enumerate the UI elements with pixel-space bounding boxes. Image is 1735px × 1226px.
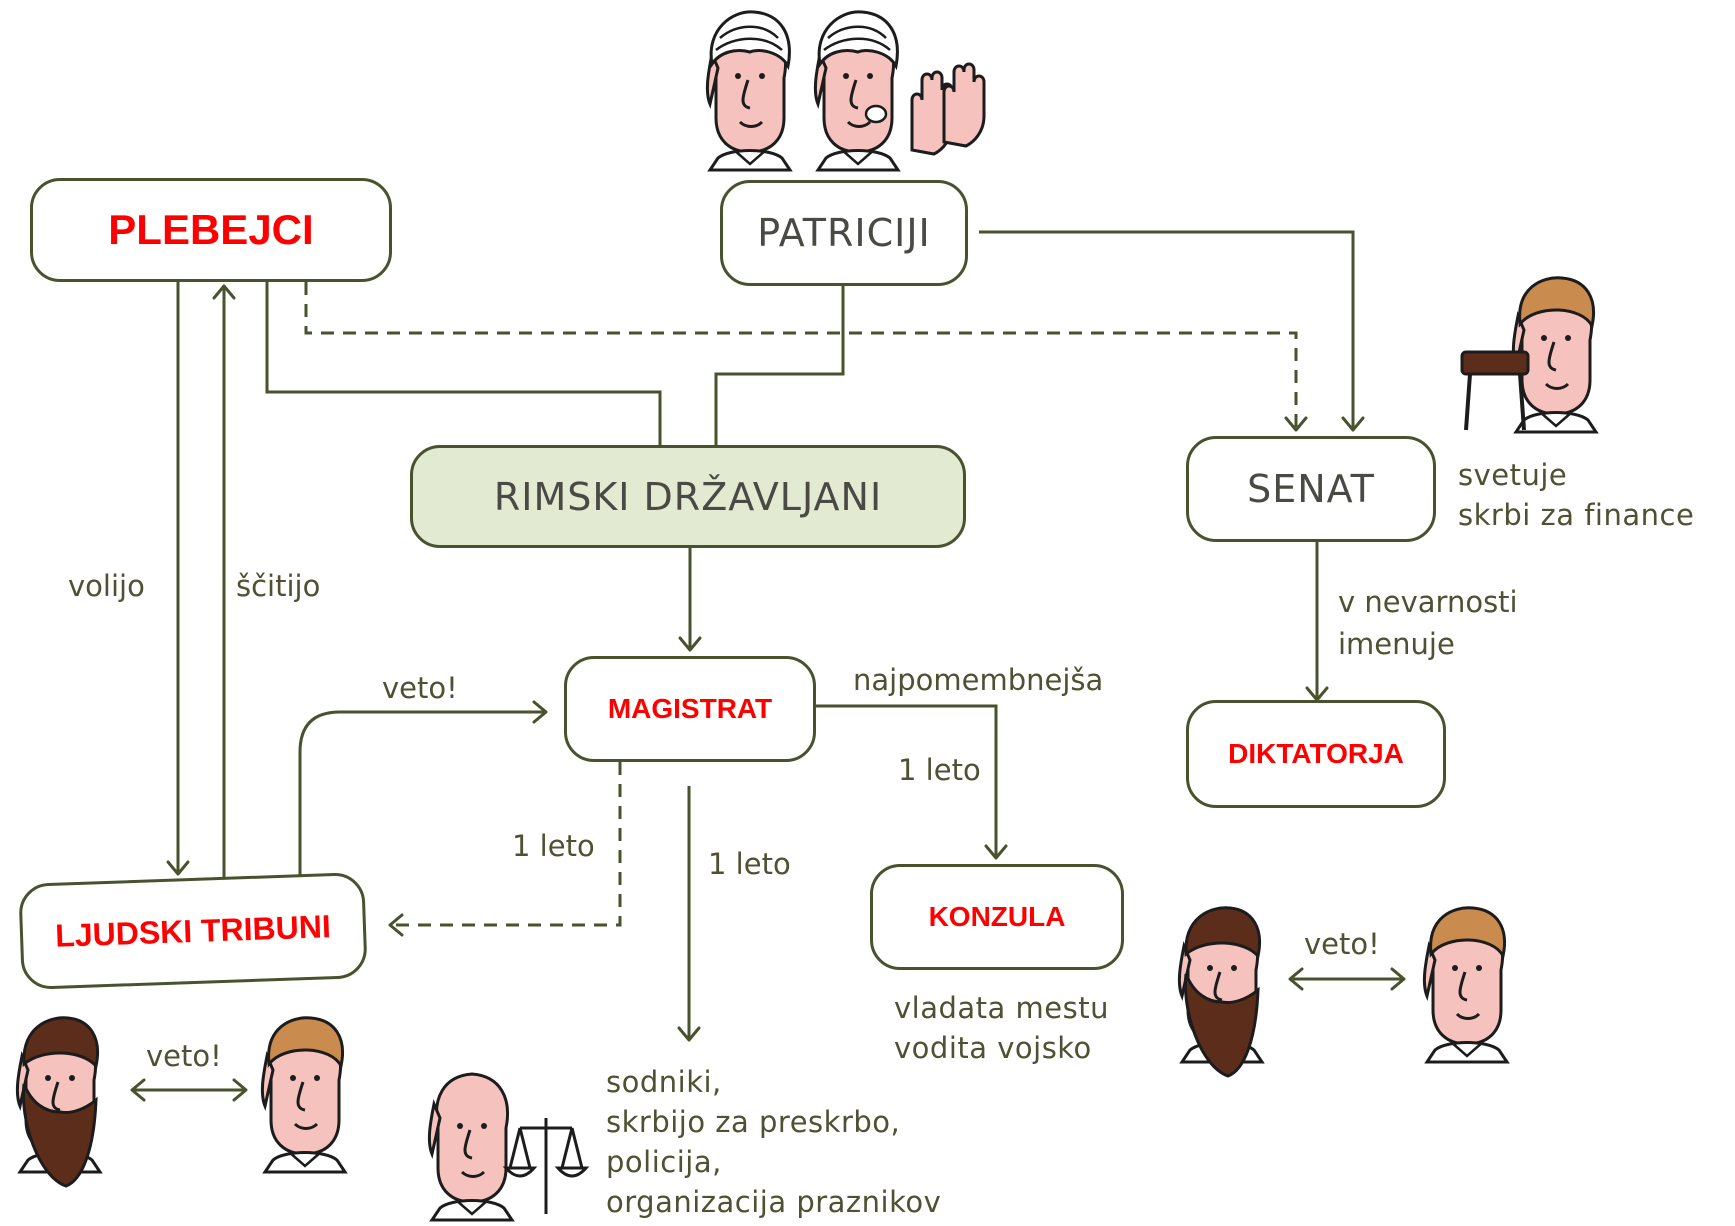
node-ljudski-tribuni: LJUDSKI TRIBUNI	[18, 871, 368, 991]
node-diktatorja-label: DIKTATORJA	[1228, 738, 1404, 769]
judge-figure	[427, 1072, 590, 1222]
label-leto-tribuni: 1 leto	[512, 829, 595, 863]
senat-note-line: skrbi za finance	[1458, 498, 1695, 532]
arrowhead-down	[678, 636, 702, 652]
arrowhead-left	[388, 913, 404, 937]
arrowhead-down	[1341, 416, 1365, 432]
magistrat-note-line: organizacija praznikov	[606, 1185, 942, 1219]
connectors	[132, 230, 1404, 1092]
arrowhead-down	[166, 860, 190, 876]
node-plebejci: PLEBEJCI	[30, 178, 392, 282]
edge-magistrat-to-tribuni-dashed	[390, 762, 622, 927]
patricians-figures	[705, 10, 986, 172]
edge-patriciji-to-senat	[979, 230, 1355, 430]
arrowhead-up	[212, 284, 236, 300]
magistrat-note-line: skrbijo za preskrbo,	[606, 1105, 901, 1139]
label-leto-konzula: 1 leto	[898, 753, 981, 787]
konzula-note-line: vodita vojsko	[894, 1031, 1092, 1065]
magistrat-note-line: policija,	[606, 1145, 722, 1179]
node-magistrat-label: MAGISTRAT	[607, 693, 773, 724]
edge-patriciji-to-rimski	[714, 286, 845, 445]
senator-figure	[1460, 276, 1598, 434]
node-diktatorja: DIKTATORJA	[1186, 700, 1446, 808]
arrowhead-right	[232, 1078, 248, 1102]
arrowhead-down	[984, 844, 1008, 860]
label-najpomembnejsa: najpomembnejša	[853, 663, 1103, 697]
node-patriciji: PATRICIJI	[720, 180, 968, 286]
senat-notes: svetuje skrbi za finance	[1458, 455, 1694, 535]
arrowhead-down	[677, 1026, 701, 1042]
label-veto-left: veto!	[146, 1039, 222, 1073]
edge-labels: volijo ščitijo veto! najpomembnejša 1 le…	[68, 569, 1518, 1073]
node-konzula: KONZULA	[870, 864, 1124, 970]
edge-tribuni-veto-magistrat	[298, 710, 546, 878]
konzula-notes: vladata mestu vodita vojsko	[894, 988, 1109, 1068]
arrowhead-left	[130, 1078, 146, 1102]
node-magistrat: MAGISTRAT	[564, 656, 816, 762]
label-v-nevarnosti: v nevarnosti	[1338, 585, 1518, 619]
node-konzula-label: KONZULA	[928, 901, 1066, 932]
node-ljudski-tribuni-label: LJUDSKI TRIBUNI	[54, 907, 332, 954]
arrowhead-left	[1288, 967, 1304, 991]
label-scitijo: ščitijo	[236, 569, 320, 603]
magistrat-note-line: sodniki,	[606, 1065, 722, 1099]
edge-magistrat-to-konzula	[815, 704, 998, 858]
label-veto-right: veto!	[1304, 927, 1380, 961]
node-plebejci-label: PLEBEJCI	[108, 206, 314, 253]
edge-plebejci-to-senat-dashed	[304, 282, 1298, 430]
label-veto-magistrat: veto!	[382, 671, 458, 705]
konzula-note-line: vladata mestu	[894, 991, 1109, 1025]
label-leto-sodniki: 1 leto	[708, 847, 791, 881]
label-imenuje: imenuje	[1338, 627, 1455, 661]
node-senat: SENAT	[1186, 436, 1436, 542]
node-rimski-drzavljani-label: RIMSKI DRŽAVLJANI	[493, 474, 883, 519]
magistrat-notes: sodniki, skrbijo za preskrbo, policija, …	[606, 1062, 941, 1222]
arrowhead-right	[532, 700, 548, 724]
label-volijo: volijo	[68, 569, 145, 603]
node-patriciji-label: PATRICIJI	[757, 211, 931, 255]
edge-plebejci-to-rimski	[265, 282, 662, 445]
senat-note-line: svetuje	[1458, 458, 1568, 492]
node-rimski-drzavljani: RIMSKI DRŽAVLJANI	[410, 445, 966, 548]
node-senat-label: SENAT	[1247, 467, 1375, 511]
arrowheads	[130, 284, 1406, 1102]
arrowhead-right	[1390, 967, 1406, 991]
arrowhead-down	[1284, 416, 1308, 432]
dashed-connectors	[304, 282, 1298, 927]
